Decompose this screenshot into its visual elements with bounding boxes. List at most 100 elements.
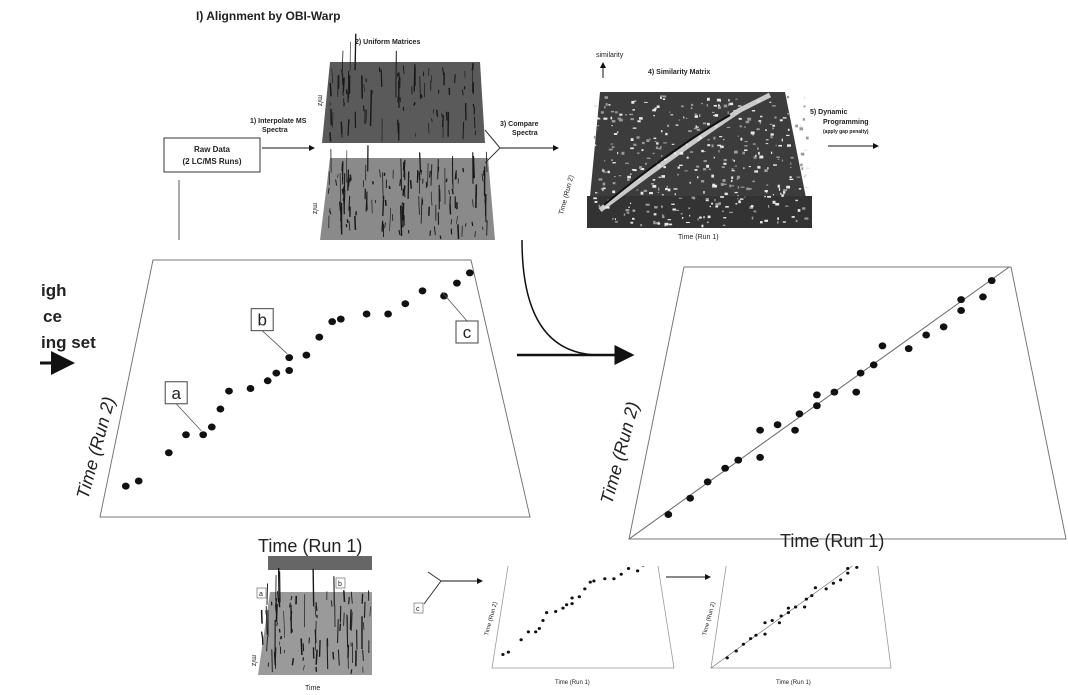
noise-speck [658, 176, 661, 178]
peak [303, 665, 305, 671]
noise-speck [681, 216, 684, 219]
noise-speck [738, 200, 741, 204]
similarity-matrix-front [587, 196, 812, 228]
noise-speck [703, 191, 705, 194]
noise-speck [632, 217, 635, 220]
noise-speck [644, 101, 648, 103]
noise-speck [661, 129, 663, 133]
noise-speck [731, 168, 734, 171]
noise-speck [747, 117, 752, 121]
noise-speck [695, 125, 697, 128]
noise-speck [716, 98, 721, 102]
noise-speck [751, 216, 754, 220]
noise-speck [737, 186, 739, 189]
peak [289, 611, 293, 621]
data-point [647, 559, 650, 562]
peak [400, 158, 403, 191]
noise-speck [718, 104, 720, 107]
noise-speck [700, 103, 704, 105]
noise-speck [614, 176, 616, 178]
data-point [855, 566, 859, 569]
noise-speck [696, 176, 699, 179]
peak [347, 176, 350, 182]
peak [329, 210, 332, 215]
small1-yaxis-label: Time (Run 2) [484, 601, 499, 636]
noise-speck [775, 202, 780, 206]
data-point [756, 453, 764, 461]
noise-speck [752, 133, 754, 136]
noise-speck [595, 192, 598, 194]
noise-speck [772, 124, 776, 127]
noise-speck [625, 209, 630, 212]
noise-speck [707, 221, 709, 224]
data-point [664, 511, 673, 519]
data-point [121, 482, 130, 490]
peak [442, 67, 445, 75]
noise-speck [679, 164, 683, 166]
step3-label: 3) Compare [500, 121, 539, 128]
noise-speck [671, 143, 675, 145]
noise-speck [795, 199, 798, 202]
noise-speck [698, 114, 701, 117]
noise-speck [662, 215, 665, 219]
noise-speck [722, 224, 726, 227]
noise-speck [627, 175, 631, 179]
noise-speck [703, 168, 707, 171]
noise-speck [760, 221, 763, 224]
peak [300, 638, 303, 656]
aligned-plot [628, 266, 1067, 540]
noise-speck [612, 218, 614, 220]
noise-speck [723, 162, 727, 165]
noise-speck [661, 155, 663, 157]
noise-speck [772, 194, 775, 196]
peak [451, 188, 454, 195]
data-point [612, 577, 616, 581]
noise-speck [665, 188, 668, 191]
peak [276, 622, 278, 626]
peak [464, 223, 467, 227]
noise-speck [775, 144, 777, 147]
peak [419, 76, 421, 100]
noise-speck [767, 167, 769, 170]
noise-speck [756, 128, 760, 131]
data-point [813, 402, 821, 410]
noise-speck [723, 217, 727, 219]
peak [329, 82, 332, 97]
noise-speck [689, 214, 691, 217]
small2-yaxis-label: Time (Run 2) [702, 601, 717, 636]
noise-speck [772, 105, 776, 107]
peak [472, 199, 474, 208]
peak [462, 121, 465, 140]
peak [351, 611, 353, 632]
noise-speck [657, 187, 660, 191]
noise-speck [723, 104, 728, 108]
noise-speck [795, 124, 798, 128]
peak [484, 193, 487, 223]
peak [420, 169, 423, 175]
noise-speck [610, 116, 613, 120]
peak [398, 72, 400, 82]
noise-speck [657, 222, 661, 225]
noise-speck [785, 205, 789, 207]
noise-speck [612, 190, 616, 194]
noise-speck [653, 108, 657, 110]
data-point [506, 650, 511, 654]
peak [432, 108, 435, 114]
noise-speck [777, 217, 779, 220]
annotation-label: a [171, 384, 181, 403]
noise-speck [675, 124, 679, 126]
peak [314, 629, 317, 643]
peak [471, 221, 474, 227]
bottom-label-c-text: c [416, 606, 420, 613]
noise-speck [715, 205, 719, 208]
noise-speck [731, 176, 734, 179]
noise-speck [670, 114, 674, 116]
noise-speck [772, 200, 776, 204]
noise-speck [711, 111, 715, 114]
noise-speck [653, 220, 656, 224]
peak [349, 609, 352, 630]
peak [403, 159, 406, 178]
noise-speck [697, 218, 699, 221]
step4-label: 4) Similarity Matrix [648, 69, 710, 76]
noise-speck [611, 125, 613, 127]
